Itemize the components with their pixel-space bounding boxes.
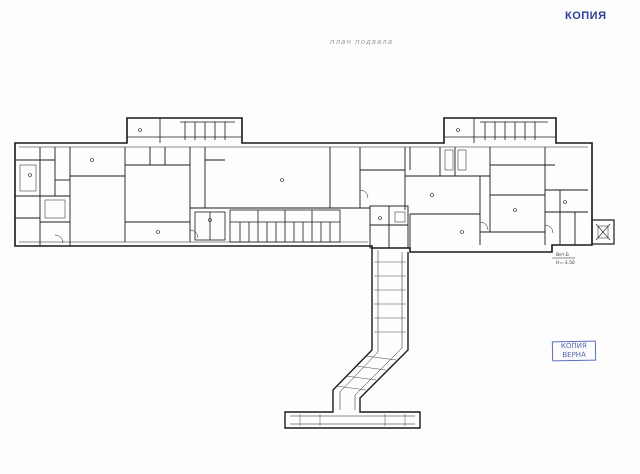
right-wing-rooms (480, 147, 588, 245)
door-swings (54, 189, 554, 244)
left-hall (70, 147, 191, 242)
elevation-label: Вет.Б (556, 252, 569, 258)
passage-treads (299, 261, 406, 426)
sanitary-block (194, 209, 341, 243)
elevation-value: Н=-3.50 (556, 260, 575, 266)
upper-annex-right (444, 118, 556, 143)
fixture-marks (28, 128, 567, 234)
inner-wall-line (19, 146, 588, 243)
middle-right-rooms (359, 147, 490, 249)
elevation-note: Вет.Б Н=-3.50 (552, 252, 575, 266)
sheet-title: план подвала (330, 38, 394, 46)
left-wing-rooms (15, 147, 71, 246)
copy-verified-stamp: КОПИЯ ВЕРНА (551, 340, 597, 362)
upper-annex-left (127, 118, 242, 143)
stair-annex (591, 219, 615, 245)
underground-passage (284, 248, 421, 429)
copy-stamp-top: КОПИЯ (565, 10, 607, 22)
central-hall (190, 147, 370, 209)
stamp-line-2: ВЕРНА (562, 350, 586, 360)
